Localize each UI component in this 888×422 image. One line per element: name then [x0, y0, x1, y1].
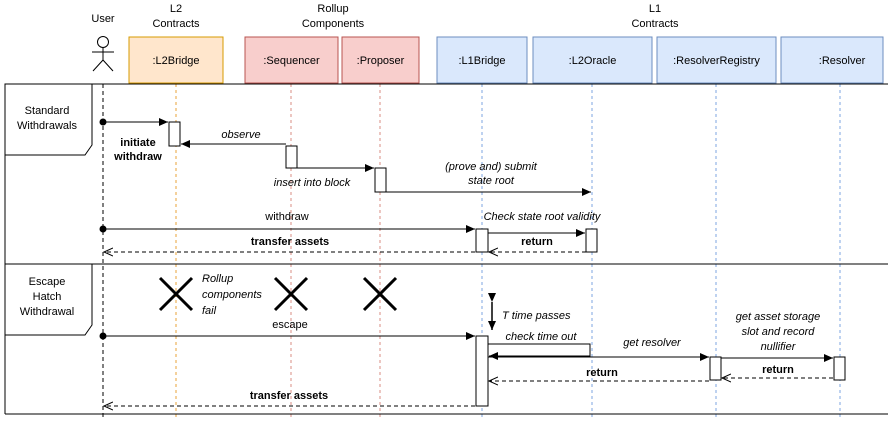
l1-group-label-line2: Contracts [631, 18, 679, 30]
svg-text:state root: state root [468, 175, 515, 187]
svg-text:fail: fail [202, 305, 217, 317]
rollup-group-label-line2: Components [302, 18, 365, 30]
message-insert-into-block: insert into block [274, 164, 374, 189]
message-submit-state-root: (prove and) submit state root [386, 161, 591, 196]
svg-text:return: return [521, 236, 553, 248]
activation-l2oracle [585, 228, 598, 253]
section-frame-standard: Standard Withdrawals [4, 83, 888, 156]
svg-text::L1Bridge: :L1Bridge [458, 55, 505, 67]
svg-text:get resolver: get resolver [623, 337, 682, 349]
svg-text:Check state root validity: Check state root validity [484, 211, 602, 223]
svg-text::Sequencer: :Sequencer [263, 55, 320, 67]
svg-text:Hatch: Hatch [33, 291, 62, 303]
svg-text::Resolver: :Resolver [819, 55, 866, 67]
l1-group-label-line1: L1 [649, 3, 661, 15]
message-transfer-assets-escape: transfer assets [104, 390, 475, 406]
svg-text::Proposer: :Proposer [357, 55, 405, 67]
activation-proposer [374, 167, 387, 193]
svg-text:insert into block: insert into block [274, 177, 351, 189]
svg-text:Withdrawal: Withdrawal [20, 306, 74, 318]
participant-proposer: :Proposer [341, 36, 420, 84]
svg-text:initiate: initiate [120, 137, 155, 149]
note-rollup-components-fail: Rollup components fail [202, 273, 262, 317]
svg-text:Withdrawals: Withdrawals [17, 120, 77, 132]
l2-group-label-line2: Contracts [152, 18, 200, 30]
svg-text:Rollup: Rollup [202, 273, 233, 285]
svg-text::L2Oracle: :L2Oracle [569, 55, 617, 67]
fail-cross-proposer [362, 276, 398, 312]
participant-l2oracle: :L2Oracle [532, 36, 653, 84]
message-withdraw: withdraw [99, 211, 475, 233]
fail-cross-sequencer [273, 276, 309, 312]
svg-text:check time out: check time out [506, 331, 578, 343]
svg-text:observe: observe [221, 129, 260, 141]
message-check-time-out: check time out [488, 331, 591, 360]
time-passes-indicator: T time passes [488, 293, 571, 330]
svg-text:return: return [586, 367, 618, 379]
message-get-resolver: get resolver [488, 337, 709, 361]
participant-resolver: :Resolver [780, 36, 884, 84]
svg-text:get asset storage: get asset storage [736, 311, 820, 323]
svg-text:transfer assets: transfer assets [251, 236, 329, 248]
svg-text:slot and record: slot and record [742, 326, 816, 338]
svg-text:Escape: Escape [29, 276, 66, 288]
activation-resolver [833, 356, 846, 381]
participant-l2bridge: :L2Bridge [128, 36, 224, 84]
svg-text:return: return [762, 364, 794, 376]
svg-text::L2Bridge: :L2Bridge [152, 55, 199, 67]
activation-l2bridge [168, 121, 181, 147]
svg-text::ResolverRegistry: :ResolverRegistry [673, 55, 760, 67]
svg-text:escape: escape [272, 319, 307, 331]
activation-sequencer [285, 145, 298, 169]
activation-l1bridge-standard [475, 228, 489, 253]
fail-cross-l2bridge [158, 276, 194, 312]
participant-sequencer: :Sequencer [244, 36, 339, 84]
svg-text:withdraw: withdraw [113, 151, 162, 163]
message-return-standard: return [489, 236, 586, 252]
message-escape: escape [99, 319, 475, 340]
svg-text:T time passes: T time passes [502, 310, 571, 322]
svg-text:nullifier: nullifier [761, 341, 797, 353]
message-get-asset-storage: get asset storage slot and record nullif… [721, 311, 833, 362]
message-check-validity: Check state root validity [484, 211, 602, 237]
message-initiate-withdraw: initiate withdraw [99, 118, 168, 163]
svg-text:withdraw: withdraw [264, 211, 308, 223]
participant-l1bridge: :L1Bridge [436, 36, 528, 84]
message-return-registry: return [489, 367, 709, 381]
message-observe: observe [181, 129, 286, 148]
svg-text:components: components [202, 289, 262, 301]
svg-text:(prove and) submit: (prove and) submit [445, 161, 538, 173]
user-actor-icon [92, 36, 114, 72]
rollup-group-label-line1: Rollup [317, 3, 348, 15]
message-return-resolver: return [722, 364, 833, 378]
l2-group-label-line1: L2 [170, 3, 182, 15]
participant-resolverregistry: :ResolverRegistry [656, 36, 777, 84]
activation-resolverregistry [709, 356, 722, 381]
user-header-label: User [91, 13, 115, 25]
svg-text:Standard: Standard [25, 105, 70, 117]
section-frame-escape: Escape Hatch Withdrawal [4, 84, 888, 415]
message-transfer-assets-standard: transfer assets [104, 236, 475, 252]
activation-l1bridge-escape [475, 335, 489, 407]
svg-text:transfer assets: transfer assets [250, 390, 328, 402]
